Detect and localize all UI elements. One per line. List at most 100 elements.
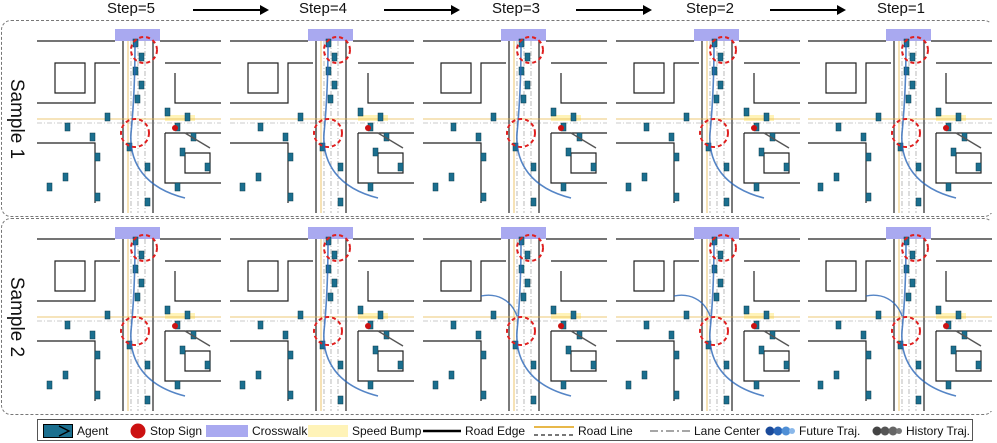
agent-mark — [524, 80, 531, 90]
highlight-circle — [506, 316, 536, 346]
highlight-circle — [709, 36, 737, 64]
agent-mark — [490, 310, 497, 320]
agent-mark — [337, 395, 344, 405]
agent-mark — [743, 305, 750, 315]
agent-mark — [367, 380, 374, 390]
map-panel-r1-c2 — [228, 23, 416, 213]
agent-mark — [945, 380, 952, 390]
history-traj-icon — [872, 426, 902, 436]
road-edge-line — [616, 62, 699, 104]
agent-mark — [327, 94, 334, 104]
map-panel-r1-c4 — [614, 23, 802, 213]
agent-mark — [935, 107, 942, 117]
agent-mark — [673, 192, 680, 202]
road-edge-line — [230, 340, 289, 401]
road-edge-line — [37, 260, 120, 302]
history-traj-line — [184, 132, 211, 149]
agent-mark — [297, 310, 304, 320]
road-edge-line — [423, 260, 506, 302]
sample-2-label: Sample 2 — [6, 276, 27, 357]
agent-mark — [134, 94, 141, 104]
future-traj-line — [130, 240, 186, 397]
agent-mark — [817, 380, 824, 390]
agent-mark — [480, 152, 487, 162]
road-edge-line — [935, 133, 992, 184]
agent-mark — [174, 380, 181, 390]
agent-mark — [524, 52, 531, 62]
arrow-right-icon — [576, 5, 652, 15]
road-edge-line — [37, 142, 96, 203]
road-edge-line — [808, 340, 867, 401]
agent-mark — [46, 182, 53, 192]
legend-speed-bump-text: Speed Bump — [352, 424, 422, 438]
legend-speed-bump: Speed Bump — [308, 423, 421, 439]
road-edge-line — [560, 73, 607, 104]
agent-mark — [397, 162, 404, 172]
future-traj-icon — [765, 426, 795, 436]
agent-mark — [372, 345, 379, 355]
agent-mark — [833, 370, 840, 380]
agent-mark — [524, 278, 531, 288]
agent-mark — [164, 107, 171, 117]
map-panel-r2-c5 — [806, 221, 994, 411]
agent-mark — [565, 345, 572, 355]
stop-sign-icon — [130, 423, 146, 439]
step-5-label: Step=5 — [107, 0, 155, 17]
history-traj-line — [955, 330, 982, 347]
agent-mark — [530, 162, 537, 172]
legend-agent: Agent — [43, 423, 108, 439]
road-edge-line — [184, 152, 211, 174]
agent-mark — [915, 360, 922, 370]
road-edge-line — [247, 260, 279, 292]
agent-mark — [138, 250, 145, 260]
agent-mark — [673, 390, 680, 400]
agent-mark — [297, 112, 304, 122]
agent-mark — [783, 162, 790, 172]
highlight-circle — [506, 118, 536, 148]
agent-mark — [46, 380, 53, 390]
stop-sign-mark — [172, 125, 178, 131]
road-edge-line — [616, 142, 675, 203]
road-edge-line — [808, 62, 891, 104]
legend-lane-center-text: Lane Center — [694, 424, 761, 438]
agent-mark — [865, 390, 872, 400]
agent-mark — [723, 162, 730, 172]
agent-mark — [134, 292, 141, 302]
agent-mark — [204, 360, 211, 370]
road-edge-line — [230, 260, 313, 302]
agent-mark — [357, 305, 364, 315]
agent-mark — [860, 330, 867, 340]
road-edge-line — [570, 350, 597, 372]
agent-mark — [643, 320, 650, 330]
agent-mark — [905, 292, 912, 302]
agent-mark — [337, 162, 344, 172]
road-edge-line — [935, 331, 992, 382]
history-traj-line — [570, 330, 597, 347]
future-traj-line — [709, 42, 765, 199]
agent-mark — [530, 197, 537, 207]
legend-stop-sign-text: Stop Sign — [150, 424, 203, 438]
highlight-circle — [516, 234, 544, 262]
agent-mark — [490, 112, 497, 122]
agent-mark — [138, 52, 145, 62]
lane-center-icon — [650, 430, 690, 432]
speed-bump-mark — [358, 115, 388, 121]
road-edge-line — [37, 340, 96, 401]
agent-mark — [590, 360, 597, 370]
map-panel-r2-c3 — [421, 221, 609, 411]
stop-sign-mark — [365, 125, 371, 131]
agent-mark — [282, 132, 289, 142]
agent-mark — [94, 390, 101, 400]
road-edge-line — [945, 73, 992, 104]
agent-mark — [287, 390, 294, 400]
agent-mark — [138, 278, 145, 288]
agent-mark — [625, 380, 632, 390]
agent-mark — [717, 52, 724, 62]
future-traj-line — [516, 240, 572, 397]
agent-mark — [668, 132, 675, 142]
highlight-circle — [323, 234, 351, 262]
agent-mark — [817, 182, 824, 192]
future-traj-line — [673, 294, 711, 317]
sample-2-label-wrap: Sample 2 — [0, 218, 32, 415]
agent-mark — [255, 172, 262, 182]
